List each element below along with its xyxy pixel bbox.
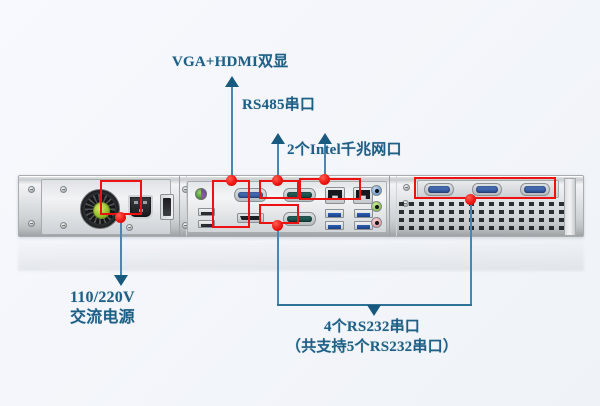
panel-divider-left (179, 176, 187, 236)
audio-microphone-jack[interactable] (371, 217, 382, 228)
marker-dot-power (115, 212, 126, 223)
db9-rs232-serial-port[interactable] (472, 183, 502, 196)
highlight-box-vga-hdmi (212, 180, 250, 228)
callout-power-line2: 交流电源 (70, 309, 135, 327)
audio-line-in-jack[interactable] (371, 185, 382, 196)
leader-line-lan (324, 143, 326, 179)
marker-dot-rs485 (272, 175, 283, 186)
marker-dot-lan (319, 174, 330, 185)
arrowhead-vga-hdmi (225, 76, 239, 87)
marker-dot-rs232-onboard (272, 220, 283, 231)
callout-rs232-line1: 4个RS232串口 (324, 319, 420, 335)
highlight-box-power-inlet (100, 180, 142, 215)
marker-dot-vga-hdmi (226, 175, 237, 186)
leader-line-power (120, 222, 122, 276)
highlight-box-db9-group (414, 177, 556, 199)
leader-line-vga-hdmi (231, 86, 233, 179)
leader-line-rs232-right (470, 202, 472, 306)
db9-rs232-serial-port[interactable] (520, 183, 550, 196)
chassis-screw (60, 222, 67, 229)
marker-dot-rs232-expansion (465, 194, 476, 205)
arrowhead-power (114, 275, 128, 286)
panel-divider-right (389, 176, 397, 236)
chassis-right-handle (564, 178, 576, 236)
usb-2-0-port[interactable] (198, 208, 215, 216)
chassis-screw (403, 184, 410, 191)
chassis-reflection (18, 237, 584, 271)
vga-port[interactable] (234, 188, 267, 202)
audio-line-out-jack[interactable] (371, 201, 382, 212)
callout-label-rs485: RS485串口 (242, 97, 316, 113)
usb-3-0-port[interactable] (354, 209, 373, 218)
callout-label-rs232: 4个RS232串口 （共支持5个RS232串口） (262, 318, 482, 357)
callout-label-power: 110/220V 交流电源 (70, 288, 135, 329)
hdmi-port[interactable] (237, 213, 264, 223)
motherboard-io-shield (187, 181, 387, 233)
usb-2-0-port[interactable] (198, 220, 215, 228)
callout-power-line1: 110/220V (70, 289, 135, 306)
usb-3-0-port[interactable] (325, 221, 344, 230)
arrowhead-rs485 (271, 133, 285, 144)
leader-line-rs485 (277, 143, 279, 179)
leader-line-rs232-left (277, 228, 279, 306)
chassis-screw (126, 224, 133, 231)
rocker-power-switch[interactable] (160, 194, 174, 220)
db9-rs232-serial-port[interactable] (424, 183, 454, 196)
ventilation-grille (399, 202, 564, 232)
arrowhead-rs232 (367, 305, 381, 316)
callout-rs232-line2: （共支持5个RS232串口） (286, 338, 458, 355)
highlight-box-lan (299, 178, 361, 200)
usb-3-0-port[interactable] (325, 209, 344, 218)
chassis-screw (28, 186, 35, 193)
chassis-screw (28, 220, 35, 227)
callout-label-lan: 2个Intel千兆网口 (287, 142, 402, 158)
arrowhead-lan (318, 133, 332, 144)
chassis-screw (60, 186, 67, 193)
expansion-slot-bracket (417, 180, 559, 198)
callout-label-vga-hdmi: VGA+HDMI双显 (172, 54, 289, 70)
